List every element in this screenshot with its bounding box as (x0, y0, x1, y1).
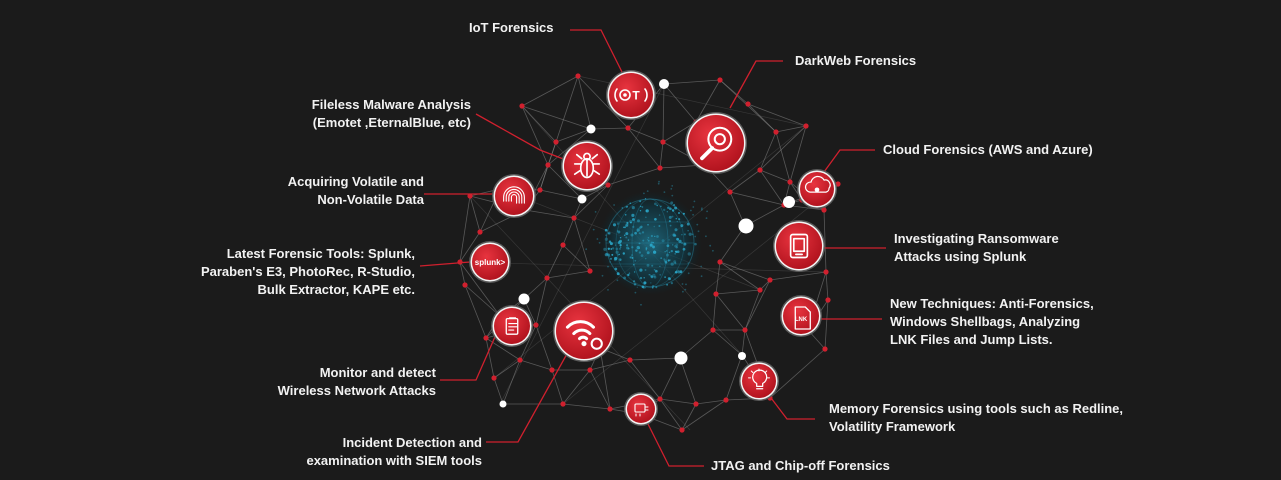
mesh-node (560, 401, 566, 407)
label-volatile-data: Acquiring Volatile and Non-Volatile Data (287, 174, 424, 207)
mesh-node (533, 322, 539, 328)
mesh-node-highlight (518, 293, 530, 305)
jtag-chip-icon (624, 392, 658, 426)
mesh-node (627, 357, 633, 363)
mesh-node (745, 101, 751, 107)
mesh-node-highlight (738, 218, 754, 234)
mesh-node (517, 357, 523, 363)
leader-line (729, 60, 783, 109)
svg-text:splunk>: splunk> (475, 258, 506, 267)
mesh-node (773, 129, 779, 135)
mesh-node (660, 139, 666, 145)
mesh-node (679, 427, 685, 433)
mesh-node (823, 269, 829, 275)
mesh-node (537, 187, 543, 193)
mesh-node (710, 327, 716, 333)
label-jtag-forensics: JTAG and Chip-off Forensics (711, 458, 890, 473)
mesh-node (787, 179, 793, 185)
mesh-node (545, 162, 551, 168)
mesh-node (625, 125, 631, 131)
mesh-node (717, 77, 723, 83)
mesh-node-highlight (674, 351, 688, 365)
malware-bug-icon (561, 140, 613, 192)
mesh-node (587, 367, 593, 373)
ransomware-tablet-icon (773, 220, 825, 272)
label-iot-forensics: IoT Forensics (469, 20, 554, 35)
memory-bulb-icon (739, 361, 779, 401)
mesh-node (767, 277, 773, 283)
mesh-node (457, 259, 463, 265)
label-siem-tools: Incident Detection and examination with … (306, 435, 482, 468)
mesh-node (491, 375, 497, 381)
cloud-icon (797, 169, 837, 209)
checklist-icon (491, 305, 533, 347)
svg-text:LNK: LNK (795, 317, 808, 323)
leader-line (475, 113, 567, 161)
mesh-node (560, 242, 566, 248)
leader-line (486, 333, 579, 443)
mesh-node (605, 182, 611, 188)
mesh-node (821, 207, 827, 213)
mesh-node (713, 291, 719, 297)
label-darkweb-forensics: DarkWeb Forensics (795, 53, 917, 68)
label-cloud-forensics: Cloud Forensics (AWS and Azure) (883, 142, 1093, 157)
mesh-node (544, 275, 550, 281)
mesh-node-highlight (738, 352, 746, 360)
label-new-techniques: New Techniques: Anti-Forensics, Windows … (890, 296, 1094, 347)
mesh-node-highlight (586, 124, 596, 134)
mesh-node (571, 215, 577, 221)
mesh-node-highlight (499, 400, 507, 408)
mesh-node (483, 335, 489, 341)
label-forensic-tools: Latest Forensic Tools: Splunk, Paraben's… (200, 246, 415, 297)
mesh-node (657, 165, 663, 171)
mesh-node (727, 189, 733, 195)
mesh-node-highlight (577, 194, 587, 204)
mesh-node (477, 229, 483, 235)
mesh-node (757, 287, 763, 293)
splunk-icon: splunk> (469, 241, 511, 283)
mesh-node (723, 397, 729, 403)
svg-text:T: T (632, 89, 640, 103)
mesh-node (519, 103, 525, 109)
label-fileless-malware: Fileless Malware Analysis (Emotet ,Etern… (311, 97, 471, 130)
mesh-node (462, 282, 468, 288)
mesh-node (657, 396, 663, 402)
leader-line (823, 149, 875, 173)
label-memory-forensics: Memory Forensics using tools such as Red… (829, 401, 1124, 434)
leader-line (640, 409, 704, 467)
mesh-node (835, 181, 841, 187)
mesh-node (575, 73, 581, 79)
mesh-node (549, 367, 555, 373)
lnk-file-icon: LNK (780, 295, 822, 337)
mesh-node (553, 139, 559, 145)
mesh-node-highlight (783, 196, 795, 208)
mesh-node-highlight (659, 79, 669, 89)
mesh-node (825, 297, 831, 303)
leader-line (570, 29, 623, 73)
leader-line (419, 261, 471, 267)
mesh-node (467, 193, 473, 199)
mesh-node (742, 327, 748, 333)
leader-line (440, 329, 499, 381)
mesh-node (757, 167, 763, 173)
mesh-node (717, 259, 723, 265)
mesh-node (693, 401, 699, 407)
iot-icon: T (606, 70, 656, 120)
globe-graphic (585, 180, 714, 306)
fingerprint-icon (492, 174, 536, 218)
leader-line (764, 389, 815, 420)
mesh-node (803, 123, 809, 129)
mesh-node (822, 346, 828, 352)
label-ransomware: Investigating Ransomware Attacks using S… (894, 231, 1059, 264)
wireless-icon (553, 300, 615, 362)
label-wireless-attacks: Monitor and detect Wireless Network Atta… (277, 365, 436, 398)
mesh-node (587, 268, 593, 274)
mesh-node (607, 406, 613, 412)
darkweb-icon (685, 112, 747, 174)
